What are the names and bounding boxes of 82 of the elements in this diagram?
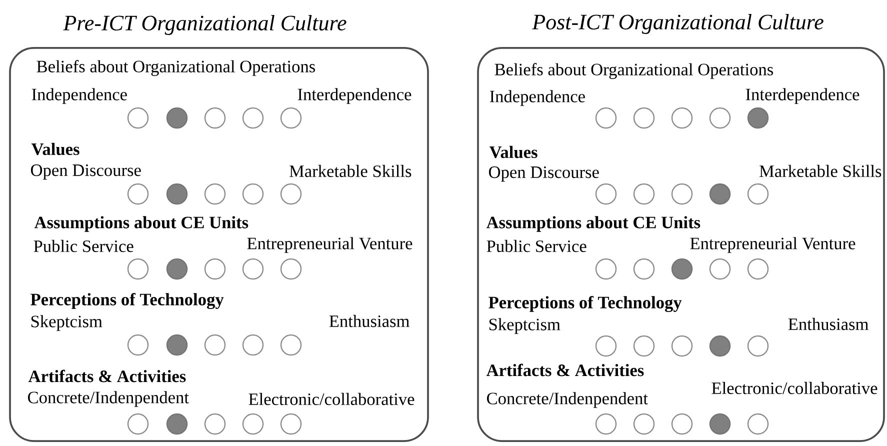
rating-circle xyxy=(709,258,731,280)
scale-label: Skeptcism xyxy=(489,318,560,334)
scale-label: Concrete/Indenpendent xyxy=(486,392,648,408)
rating-circle xyxy=(633,183,655,205)
selected-dot xyxy=(166,183,188,205)
scale-label: Open Discourse xyxy=(30,164,141,180)
rating-circle xyxy=(204,334,226,356)
rating-circle xyxy=(747,335,769,357)
rating-circle xyxy=(127,183,149,205)
section-heading: Values xyxy=(489,146,538,158)
scale-label: Enthusiasm xyxy=(788,318,868,330)
rating-circle xyxy=(127,258,149,280)
rating-circle xyxy=(671,183,693,205)
section-heading: Assumptions about CE Units xyxy=(486,216,700,232)
scale-label: Independence xyxy=(32,88,127,104)
rating-circle xyxy=(204,107,226,129)
scale-label: Marketable Skills xyxy=(760,164,882,178)
rating-circle xyxy=(633,335,655,357)
section-heading: Perceptions of Technology xyxy=(30,292,224,310)
selected-dot xyxy=(166,413,188,435)
selected-dot xyxy=(166,258,188,280)
selected-dot xyxy=(747,107,769,129)
section-heading: Values xyxy=(31,142,80,156)
scale-label: Entrepreneurial Venture xyxy=(247,237,412,253)
rating-circle xyxy=(242,413,264,435)
section-heading: Assumptions about CE Units xyxy=(34,216,248,232)
scale-label: Public Service xyxy=(486,240,586,252)
section-heading: Beliefs about Organizational Operations xyxy=(494,63,774,79)
rating-circle xyxy=(280,258,302,280)
selected-dot xyxy=(709,183,731,205)
rating-circle xyxy=(204,258,226,280)
rating-circle xyxy=(595,258,617,280)
section-heading: Beliefs about Organizational Operations xyxy=(36,60,316,76)
selected-dot xyxy=(166,107,188,129)
rating-circle xyxy=(280,107,302,129)
rating-circle xyxy=(595,335,617,357)
rating-circle xyxy=(242,183,264,205)
rating-circle xyxy=(242,107,264,129)
panel-title: Post-ICT Organizational Culture xyxy=(532,14,824,34)
scale-label: Electronic/collaborative xyxy=(712,382,878,394)
rating-circle xyxy=(242,258,264,280)
rating-circle xyxy=(204,413,226,435)
scale-label: Concrete/Indenpendent xyxy=(28,391,189,407)
section-heading: Artifacts & Activities xyxy=(28,370,186,382)
rating-circle xyxy=(595,413,617,435)
rating-circle xyxy=(633,258,655,280)
rating-circle xyxy=(747,413,769,435)
section-heading: Perceptions of Technology xyxy=(488,296,682,312)
scale-label: Interdependence xyxy=(298,88,412,104)
scale-label: Interdependence xyxy=(746,88,860,104)
selected-dot xyxy=(166,334,188,356)
selected-dot xyxy=(671,258,693,280)
rating-circle xyxy=(127,334,149,356)
rating-circle xyxy=(709,107,731,129)
rating-circle xyxy=(633,413,655,435)
scale-label: Skeptcism xyxy=(31,315,102,331)
scale-label: Electronic/collaborative xyxy=(248,392,414,406)
scale-label: Open Discourse xyxy=(489,166,599,182)
rating-circle xyxy=(280,413,302,435)
rating-circle xyxy=(280,183,302,205)
rating-circle xyxy=(747,183,769,205)
scale-label: Enthusiasm xyxy=(329,314,410,328)
rating-circle xyxy=(671,107,693,129)
selected-dot xyxy=(709,413,731,435)
panel-title: Pre-ICT Organizational Culture xyxy=(63,15,346,35)
rating-circle xyxy=(633,107,655,129)
scale-label: Independence xyxy=(490,90,585,106)
rating-circle xyxy=(127,107,149,129)
rating-circle xyxy=(242,334,264,356)
rating-circle xyxy=(595,183,617,205)
scale-label: Public Service xyxy=(34,240,134,252)
rating-circle xyxy=(127,413,149,435)
scale-label: Entrepreneurial Venture xyxy=(690,237,856,253)
rating-circle xyxy=(595,107,617,129)
rating-circle xyxy=(280,334,302,356)
rating-circle xyxy=(671,335,693,357)
rating-circle xyxy=(204,183,226,205)
rating-circle xyxy=(671,413,693,435)
selected-dot xyxy=(709,335,731,357)
scale-label: Marketable Skills xyxy=(289,164,412,178)
section-heading: Artifacts & Activities xyxy=(486,364,644,376)
rating-circle xyxy=(747,258,769,280)
